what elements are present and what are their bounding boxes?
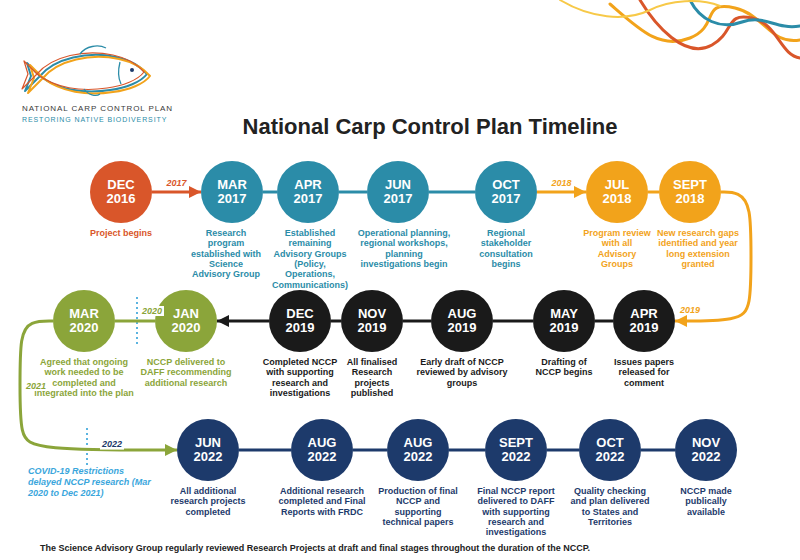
timeline-circle: AUG 2019Early draft of NCCP reviewed by … xyxy=(431,290,493,352)
timeline-connector xyxy=(331,320,341,323)
milestone-description: Additional research completed and Final … xyxy=(277,486,367,517)
milestone-description: Established remaining Advisory Groups (P… xyxy=(270,228,350,290)
timeline-circle: AUG 2022Additional research completed an… xyxy=(291,419,353,481)
milestone-description: Operational planning, regional workshops… xyxy=(357,228,451,269)
timeline-connector xyxy=(263,191,277,194)
milestone-description: Issues papers released for comment xyxy=(611,357,677,388)
year-label: 2022 xyxy=(100,439,124,450)
year-label: 2020 xyxy=(140,306,164,316)
timeline-connector xyxy=(537,191,586,194)
timeline-connector xyxy=(239,449,291,452)
timeline-circle: MAY 2019Drafting of NCCP begins xyxy=(533,290,595,352)
milestone-description: All finalised Research projects publishe… xyxy=(341,357,403,398)
timeline-connector xyxy=(339,191,367,194)
milestone-date: APR 2017 xyxy=(294,178,323,205)
milestone-date: AUG 2022 xyxy=(308,436,337,463)
timeline-circle: SEPT 2018New research gaps identified an… xyxy=(659,161,721,223)
year-label: 2021 xyxy=(24,381,48,391)
decorative-squiggles xyxy=(560,0,800,58)
timeline-circle: MAR 2020Agreed that ongoing work needed … xyxy=(53,290,115,352)
year-label: 2018 xyxy=(549,178,573,188)
timeline-circle: JUL 2018Program review with all Advisory… xyxy=(586,161,648,223)
milestone-description: All additional research projects complet… xyxy=(166,486,250,517)
milestone-date: JAN 2020 xyxy=(172,307,201,334)
logo-tagline: RESTORING NATIVE BIODIVERSITY xyxy=(22,116,167,124)
timeline-circle: NOV 2022NCCP made publically available xyxy=(675,419,737,481)
timeline-connector xyxy=(547,449,579,452)
timeline-connector xyxy=(493,320,533,323)
timeline-connector xyxy=(353,449,387,452)
milestone-description: Agreed that ongoing work needed to be co… xyxy=(34,357,134,398)
milestone-description: Production of final NCCP and supporting … xyxy=(378,486,458,527)
milestone-date: OCT 2017 xyxy=(492,178,521,205)
milestone-description: Research program established with Scienc… xyxy=(190,228,262,280)
milestone-date: NOV 2022 xyxy=(692,436,721,463)
milestone-date: MAY 2019 xyxy=(550,307,579,334)
timeline-connector xyxy=(152,191,201,194)
milestone-description: New research gaps identified and year lo… xyxy=(653,228,743,269)
covid-note: COVID-19 Restrictions delayed NCCP resea… xyxy=(28,466,158,498)
timeline-circle: JAN 2020NCCP delivered to DAFF recommend… xyxy=(155,290,217,352)
milestone-date: MAR 2017 xyxy=(217,178,247,205)
timeline-connector xyxy=(648,191,659,194)
milestone-date: NOV 2019 xyxy=(358,307,387,334)
timeline-connector xyxy=(429,191,475,194)
timeline-circle: OCT 2017Regional stakeholder consultatio… xyxy=(475,161,537,223)
milestone-date: JUN 2022 xyxy=(194,436,223,463)
milestone-date: JUL 2018 xyxy=(603,178,632,205)
timeline-circle: JUN 2022All additional research projects… xyxy=(177,419,239,481)
milestone-description: Final NCCP report delivered to DAFF with… xyxy=(468,486,564,538)
diagram-title: National Carp Control Plan Timeline xyxy=(210,114,650,140)
timeline-connector xyxy=(115,320,155,323)
timeline-circle: APR 2019Issues papers released for comme… xyxy=(613,290,675,352)
milestone-description: NCCP delivered to DAFF recommending addi… xyxy=(139,357,233,388)
milestone-date: DEC 2019 xyxy=(286,307,315,334)
milestone-date: AUG 2022 xyxy=(404,436,433,463)
timeline-circle: APR 2017Established remaining Advisory G… xyxy=(277,161,339,223)
timeline-circle: AUG 2022Production of final NCCP and sup… xyxy=(387,419,449,481)
timeline-connector xyxy=(217,320,269,323)
milestone-date: APR 2019 xyxy=(630,307,659,334)
milestone-date: AUG 2019 xyxy=(448,307,477,334)
milestone-description: Quality checking and plan delivered to S… xyxy=(569,486,651,527)
logo-name: NATIONAL CARP CONTROL PLAN xyxy=(22,104,173,114)
milestone-description: Program review with all Advisory Groups xyxy=(582,228,652,269)
timeline-circle: OCT 2022Quality checking and plan delive… xyxy=(579,419,641,481)
timeline-circle: MAR 2017Research program established wit… xyxy=(201,161,263,223)
timeline-circle: DEC 2016Project begins xyxy=(90,161,152,223)
milestone-date: SEPT 2022 xyxy=(499,436,533,463)
fish-logo xyxy=(22,46,150,95)
milestone-description: Completed NCCP with supporting research … xyxy=(262,357,338,398)
footnote: The Science Advisory Group regularly rev… xyxy=(40,543,590,554)
timeline-circle: SEPT 2022Final NCCP report delivered to … xyxy=(485,419,547,481)
timeline-circle: NOV 2019All finalised Research projects … xyxy=(341,290,403,352)
milestone-description: Drafting of NCCP begins xyxy=(533,357,595,378)
milestone-description: Project begins xyxy=(76,228,166,238)
milestone-date: JUN 2017 xyxy=(384,178,413,205)
milestone-description: Early draft of NCCP reviewed by advisory… xyxy=(415,357,509,388)
milestone-description: Regional stakeholder consultation begins xyxy=(466,228,546,269)
milestone-date: DEC 2016 xyxy=(107,178,136,205)
milestone-date: OCT 2022 xyxy=(596,436,625,463)
timeline-circle: DEC 2019Completed NCCP with supporting r… xyxy=(269,290,331,352)
milestone-date: SEPT 2018 xyxy=(673,178,707,205)
timeline-connector xyxy=(449,449,485,452)
timeline-connector xyxy=(595,320,613,323)
year-label: 2019 xyxy=(678,305,702,315)
milestone-description: NCCP made publically available xyxy=(668,486,744,517)
timeline-circle: JUN 2017Operational planning, regional w… xyxy=(367,161,429,223)
milestone-date: MAR 2020 xyxy=(69,307,99,334)
timeline-connector xyxy=(403,320,431,323)
year-label: 2017 xyxy=(164,178,188,188)
timeline-connector xyxy=(641,449,675,452)
